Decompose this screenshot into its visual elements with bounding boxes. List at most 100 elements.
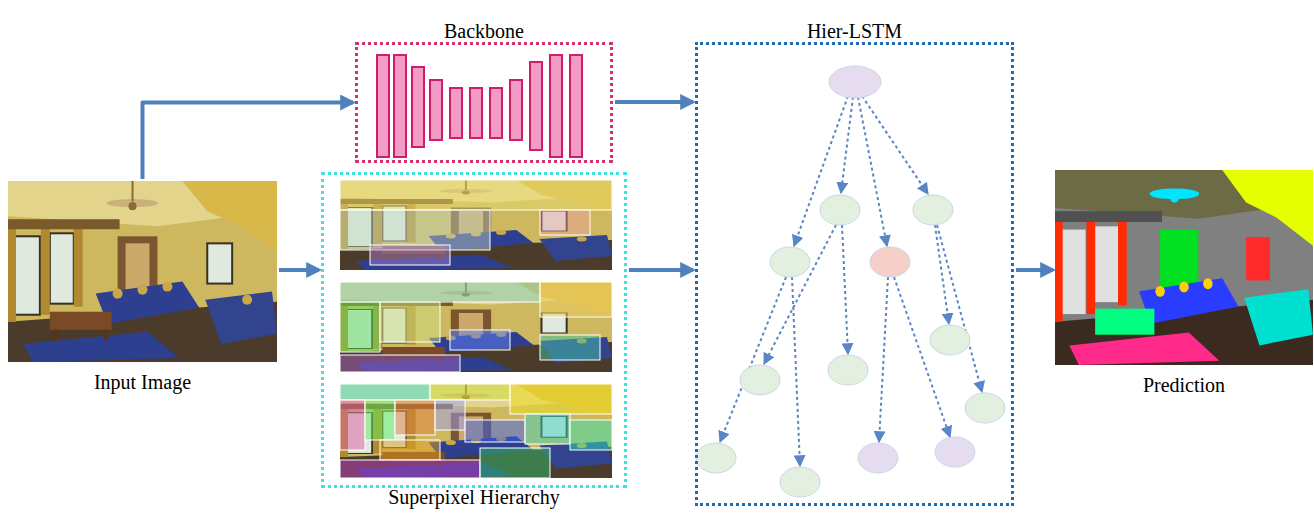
illustration-part — [937, 225, 982, 392]
illustration-part — [1118, 219, 1127, 306]
illustration-part — [435, 400, 465, 430]
illustration-part — [1170, 192, 1180, 203]
illustration-part — [570, 420, 612, 450]
caption: Prediction — [1143, 375, 1225, 395]
illustration-part — [930, 325, 970, 355]
illustration-part — [340, 384, 612, 478]
superpixel-panels — [340, 180, 612, 478]
illustration-part — [1155, 286, 1165, 297]
module-box: Hier-LSTM — [695, 42, 1014, 506]
module-box: Backbone — [355, 42, 613, 163]
illustration-part — [550, 55, 562, 157]
backbone-layers — [377, 55, 582, 157]
illustration-part — [430, 80, 442, 140]
illustration-part — [720, 277, 786, 442]
illustration-part — [1179, 282, 1189, 293]
illustration-part — [828, 355, 868, 385]
illustration-part — [525, 414, 570, 444]
illustration-part — [377, 55, 389, 157]
illustration-part — [340, 180, 612, 265]
flow-arrow — [615, 100, 693, 104]
illustration-part — [862, 96, 928, 194]
lstm-tree — [696, 66, 1005, 497]
illustration-part — [340, 400, 365, 450]
illustration-part — [1069, 333, 1219, 366]
illustration-part — [380, 302, 440, 342]
caption: Hier-LSTM — [807, 21, 902, 41]
illustration-part — [8, 181, 277, 362]
illustration-part — [913, 195, 953, 225]
illustration-part — [1055, 170, 1313, 365]
illustration-part — [780, 467, 820, 497]
illustration-part — [1095, 226, 1118, 302]
caption: Superpixel Hierarchy — [388, 487, 560, 507]
illustration-part — [540, 335, 600, 360]
illustration-part — [370, 245, 450, 265]
illustration-part — [430, 384, 510, 400]
illustration-part — [340, 384, 430, 400]
illustration-part — [380, 440, 440, 460]
illustration-part — [870, 247, 910, 277]
module-box: Superpixel Hierarchy — [321, 172, 627, 488]
flow-arrow — [629, 268, 693, 272]
image-panel: Input Image — [8, 181, 277, 362]
illustration-part — [340, 460, 480, 478]
illustration-part — [935, 225, 949, 324]
illustration-part — [1055, 170, 1313, 365]
illustration-part — [696, 66, 1005, 497]
flow-arrow — [279, 268, 319, 272]
illustration-part — [340, 282, 540, 302]
illustration-part — [1203, 278, 1213, 289]
illustration-part — [858, 443, 898, 473]
illustration-part — [1055, 219, 1063, 322]
illustration-part — [340, 180, 612, 270]
illustration-part — [340, 355, 460, 372]
illustration-part — [1055, 211, 1162, 222]
illustration-part — [340, 210, 490, 250]
illustration-part — [530, 62, 542, 150]
illustration-part — [340, 282, 612, 372]
illustration-part — [1244, 289, 1313, 345]
caption: Input Image — [94, 372, 191, 392]
illustration-part — [1087, 219, 1096, 314]
flow-arrow — [1016, 268, 1053, 272]
illustration-part — [965, 393, 1005, 423]
illustration-part — [395, 400, 435, 435]
illustration-part — [842, 225, 848, 354]
illustration-part — [465, 420, 525, 442]
illustration-part — [450, 88, 462, 138]
illustration-part — [470, 88, 482, 138]
illustration-part — [879, 277, 888, 442]
illustration-part — [1246, 237, 1270, 280]
illustration-part — [894, 277, 950, 437]
illustration-part — [480, 448, 550, 478]
illustration-part — [340, 302, 380, 352]
illustration-part — [510, 384, 612, 414]
illustration-part — [340, 282, 612, 372]
illustration-part — [770, 247, 810, 277]
illustration-part — [340, 384, 612, 478]
illustration-part — [540, 282, 612, 317]
prediction-map — [1055, 170, 1313, 365]
caption: Backbone — [444, 21, 524, 41]
illustration-part — [490, 88, 502, 138]
illustration-part — [365, 400, 395, 440]
illustration-part — [820, 195, 860, 225]
illustration-part — [1095, 309, 1154, 335]
illustration-part — [829, 66, 881, 98]
illustration-part — [792, 277, 800, 466]
illustration-part — [1061, 230, 1086, 315]
input-photo — [8, 181, 277, 362]
illustration-part — [340, 180, 612, 210]
illustration-part — [858, 97, 887, 246]
illustration-part — [510, 80, 522, 140]
illustration-part — [1222, 170, 1313, 246]
illustration-part — [841, 97, 853, 193]
illustration-part — [935, 437, 975, 467]
illustration-part — [540, 210, 590, 235]
flow-arrow — [143, 103, 354, 180]
illustration-part — [394, 55, 406, 157]
illustration-part — [740, 365, 780, 395]
illustration-part — [570, 55, 582, 157]
